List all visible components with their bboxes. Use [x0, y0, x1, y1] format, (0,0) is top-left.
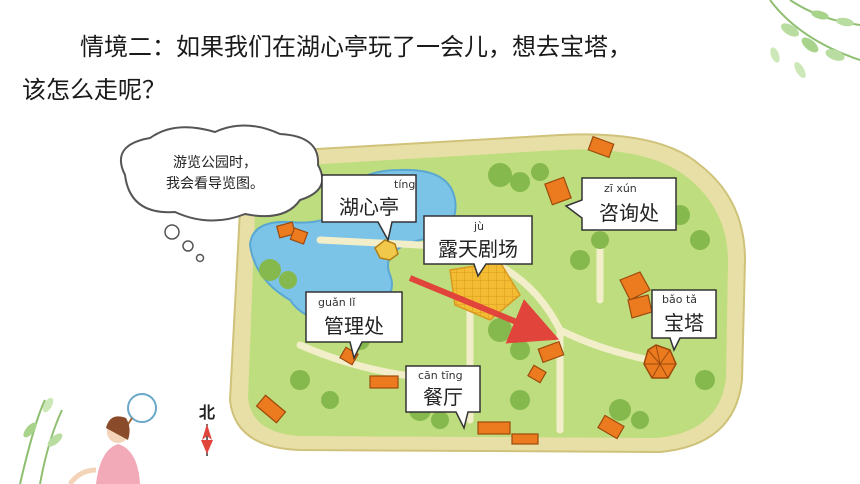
- prompt-line-1: 情境二：如果我们在湖心亭玩了一会儿，想去宝塔，: [80, 33, 632, 61]
- thought-line-1: 游览公园时，: [173, 155, 257, 171]
- leaf-decoration-icon: [769, 0, 860, 79]
- route-arrow: [408, 275, 560, 344]
- buildings: [255, 135, 653, 445]
- label-pagoda: bǎo tǎ 宝塔: [651, 289, 717, 352]
- compass-arrow-icon: [202, 424, 212, 440]
- pinyin-pagoda: bǎo tǎ: [662, 293, 697, 306]
- thought-bubble: 游览公园时， 我会看导览图。: [120, 124, 324, 263]
- label-info-desk: zī xún 咨询处: [564, 177, 677, 231]
- pinyin-restaurant: cān tīng: [418, 369, 463, 382]
- compass-north-label: 北: [199, 403, 215, 422]
- text-management: 管理处: [324, 314, 384, 338]
- label-management: guǎn lǐ 管理处: [305, 291, 403, 361]
- compass-north: 北: [199, 403, 215, 456]
- prompt-line-2: 该怎么走呢？: [22, 76, 166, 104]
- label-open-theater: jù 露天剧场: [423, 215, 533, 278]
- pinyin-lake-pavilion: tíng: [394, 178, 415, 191]
- thought-line-2: 我会看导览图。: [166, 176, 264, 192]
- pinyin-open-theater: jù: [473, 220, 484, 233]
- text-open-theater: 露天剧场: [438, 237, 518, 261]
- label-lake-pavilion: tíng 湖心亭: [321, 174, 417, 243]
- girl-with-net-illustration-icon: [19, 393, 157, 484]
- pinyin-management: guǎn lǐ: [318, 296, 356, 309]
- scenario-prompt: 情境二：如果我们在湖心亭玩了一会儿，想去宝塔， 该怎么走呢？: [22, 26, 762, 112]
- text-restaurant: 餐厅: [423, 385, 463, 409]
- label-restaurant: cān tīng 餐厅: [405, 365, 481, 431]
- lake-pavilion-icon: [374, 239, 399, 261]
- text-info-desk: 咨询处: [599, 201, 659, 225]
- pagoda-icon: [643, 344, 677, 379]
- pinyin-info-desk: zī xún: [604, 182, 637, 195]
- text-pagoda: 宝塔: [664, 311, 704, 335]
- text-lake-pavilion: 湖心亭: [339, 195, 399, 219]
